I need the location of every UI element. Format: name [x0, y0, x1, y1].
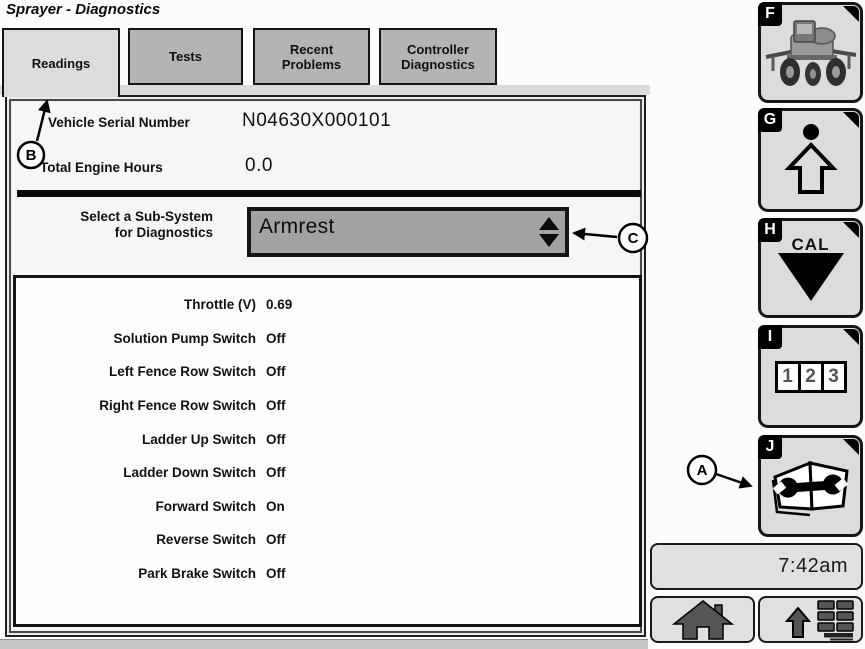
diagnostics-panel: Vehicle Serial Number N04630X000101 Tota…: [5, 95, 646, 637]
reading-label: Ladder Up Switch: [141, 431, 256, 447]
tab-recent-problems[interactable]: Recent Problems: [253, 28, 370, 85]
softkey-label: F: [758, 2, 782, 26]
reading-label: Right Fence Row Switch: [99, 398, 256, 414]
reading-row: Ladder Up Switch Off: [16, 422, 639, 456]
reading-row: Forward Switch On: [16, 490, 639, 524]
softkey-label: H: [758, 218, 782, 242]
softkey-g-raise-button[interactable]: G: [758, 108, 863, 212]
reading-value: Off: [266, 330, 286, 346]
reading-label: Left Fence Row Switch: [108, 364, 256, 380]
softkey-label: G: [758, 108, 782, 132]
softkey-j-diagnostics-button[interactable]: J: [758, 435, 863, 537]
reading-label: Reverse Switch: [156, 532, 256, 548]
reading-value: Off: [266, 398, 286, 414]
serial-number-label: Vehicle Serial Number: [48, 115, 190, 130]
home-icon: [671, 599, 734, 640]
counter-123-icon: 1 2 3: [774, 360, 847, 393]
reading-value: On: [266, 498, 285, 514]
corner-notch-icon: [843, 222, 859, 238]
tab-strip: [0, 85, 650, 95]
engine-hours-value: 0.0: [245, 155, 273, 176]
corner-notch-icon: [843, 329, 859, 345]
callout-a-label: A: [697, 462, 708, 479]
reading-value: 0.69: [266, 297, 293, 313]
reading-row: Ladder Down Switch Off: [16, 456, 639, 490]
tab-label: Recent Problems: [281, 41, 342, 72]
corner-notch-icon: [843, 439, 859, 455]
tab-controller-diagnostics[interactable]: Controller Diagnostics: [379, 28, 497, 85]
callout-a-circle: [686, 454, 718, 486]
reading-label: Solution Pump Switch: [113, 330, 257, 346]
reading-row: Park Brake Switch Off: [16, 557, 639, 591]
softkey-label: I: [758, 325, 782, 349]
tab-tests[interactable]: Tests: [128, 28, 243, 85]
callout-a-arrow: [715, 472, 753, 489]
page-title: Sprayer - Diagnostics: [6, 1, 161, 18]
reading-row: Reverse Switch Off: [16, 523, 639, 557]
cal-icon: CAL: [777, 235, 844, 301]
raise-arrow-icon: [783, 124, 838, 194]
reading-label: Park Brake Switch: [138, 566, 256, 582]
reading-row: Right Fence Row Switch Off: [16, 389, 639, 423]
tab-label: Controller Diagnostics: [401, 41, 475, 72]
reading-value: Off: [266, 431, 286, 447]
clock-time: 7:42am: [778, 555, 848, 577]
reading-value: Off: [266, 532, 286, 548]
tab-label: Readings: [31, 56, 91, 71]
screen-bottom-strip: [0, 639, 648, 649]
reading-row: Throttle (V) 0.69: [16, 288, 639, 322]
sprayer-image-icon: [765, 19, 856, 86]
engine-hours-label: Total Engine Hours: [40, 160, 163, 175]
spinner-up-icon[interactable]: [539, 217, 559, 230]
reading-value: Off: [266, 364, 286, 380]
service-book-wrench-icon: [771, 460, 849, 517]
tab-label: Tests: [169, 49, 202, 64]
serial-number-value: N04630X000101: [242, 110, 392, 131]
reading-value: Off: [266, 465, 286, 481]
subsystem-label-line1: Select a Sub-System: [80, 209, 213, 224]
readings-list: Throttle (V) 0.69 Solution Pump Switch O…: [13, 275, 642, 627]
reading-value: Off: [266, 566, 286, 582]
reading-label: Ladder Down Switch: [123, 465, 256, 481]
clock-display: 7:42am: [650, 543, 863, 590]
softkey-f-sprayer-button[interactable]: F: [758, 2, 863, 103]
subsystem-select-label: Select a Sub-System for Diagnostics: [15, 209, 213, 241]
counter-digit: 3: [820, 360, 847, 393]
tab-readings[interactable]: Readings: [2, 28, 120, 97]
section-divider: [17, 190, 641, 197]
reading-label: Throttle (V): [184, 297, 256, 313]
softkey-i-counter-button[interactable]: I 1 2 3: [758, 325, 863, 428]
corner-notch-icon: [843, 112, 859, 128]
home-button[interactable]: [650, 596, 755, 643]
subsystem-select[interactable]: Armrest: [247, 207, 569, 257]
layout-menu-button[interactable]: [758, 596, 863, 643]
up-arrow-blocks-icon: [784, 599, 854, 640]
subsystem-label-line2: for Diagnostics: [114, 225, 213, 240]
softkey-h-cal-button[interactable]: H CAL: [758, 218, 863, 318]
reading-label: Forward Switch: [155, 498, 256, 514]
corner-notch-icon: [843, 6, 859, 22]
cal-down-triangle-icon: [777, 253, 844, 301]
reading-row: Left Fence Row Switch Off: [16, 355, 639, 389]
dropdown-spinner: [539, 217, 559, 247]
reading-row: Solution Pump Switch Off: [16, 322, 639, 356]
subsystem-selected-value: Armrest: [259, 215, 335, 238]
cal-text: CAL: [791, 235, 830, 254]
spinner-down-icon[interactable]: [539, 234, 559, 247]
softkey-label: J: [758, 435, 782, 459]
